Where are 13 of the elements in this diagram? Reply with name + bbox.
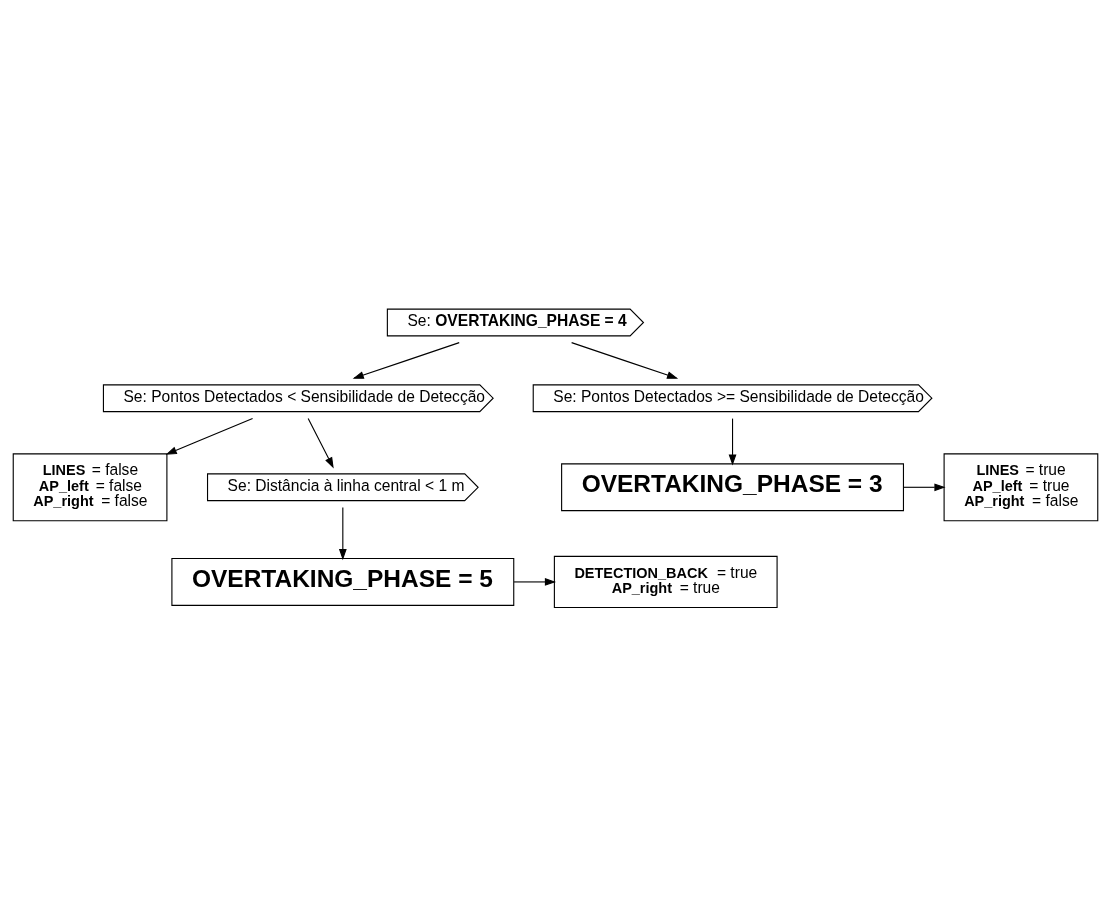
arrow <box>728 418 737 466</box>
node-box: OVERTAKING_PHASE = 5 <box>171 558 515 606</box>
arrow <box>165 417 254 455</box>
node-box: LINES = false AP_left = false AP_right = false <box>12 453 168 522</box>
node-box: DETECTION_BACK = true AP_right = true <box>553 555 778 609</box>
node-box: OVERTAKING_PHASE = 3 <box>561 463 904 512</box>
arrow <box>352 342 460 379</box>
arrow <box>571 342 679 379</box>
node-box: LINES = true AP_left = true AP_right = false <box>943 453 1099 522</box>
arrow <box>513 578 557 586</box>
arrow <box>902 483 946 492</box>
arrow <box>338 507 347 561</box>
arrow <box>307 418 334 469</box>
